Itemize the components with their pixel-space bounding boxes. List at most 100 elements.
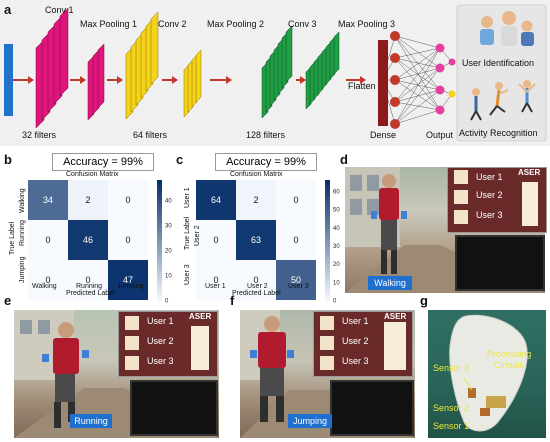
label-maxpool2: Max Pooling 2 xyxy=(207,19,265,29)
cm-user-cell-value-1-1: 63 xyxy=(251,235,261,245)
cm-user-colorbar-segment xyxy=(325,288,330,293)
jumping-user-3-avatar xyxy=(320,356,334,370)
cm-user-colorbar-segment xyxy=(325,212,330,217)
cm-user-colorbar-segment xyxy=(325,296,330,301)
cm-activity-colorbar-tick: 30 xyxy=(165,224,172,230)
cm-user-colorbar-segment xyxy=(325,280,330,285)
running-user-3-avatar xyxy=(125,356,139,370)
walking-user-2: User 2 xyxy=(476,190,503,200)
cm-activity-cell-value-1-0: 0 xyxy=(45,235,50,245)
cm-user-colorbar-segment xyxy=(325,188,330,193)
label-dense: Dense xyxy=(370,130,397,140)
dense-block xyxy=(378,40,388,126)
cm-user-colorbar-segment xyxy=(325,292,330,297)
panel-label-d: d xyxy=(340,152,348,167)
cm-activity-colorbar-segment xyxy=(157,292,162,297)
cm-activity-cell-value-1-1: 46 xyxy=(83,235,93,245)
label-activity-recognition: Activity Recognition xyxy=(459,128,538,138)
label-sensor-3: Sensor 3 xyxy=(433,363,470,373)
walking-user-1: User 1 xyxy=(476,172,503,182)
cm-user-colorbar-segment xyxy=(325,260,330,265)
cm-user-colorbar-segment xyxy=(325,284,330,289)
walking-user-3-avatar xyxy=(454,210,468,224)
cm-user-xlabel: Predicted Label xyxy=(232,290,281,297)
cm-activity-cell-1-2 xyxy=(108,220,148,260)
cm-activity-cell-2-1 xyxy=(68,260,108,300)
cm-activity-title: Confusion Matrix xyxy=(66,171,119,178)
cm-user-row-2: User 3 xyxy=(184,264,191,285)
label-output: Output xyxy=(426,130,454,140)
cm-activity-cell-2-0 xyxy=(28,260,68,300)
cm-activity-colorbar-segment xyxy=(157,280,162,285)
panel-label-c: c xyxy=(176,152,184,167)
cm-activity-col-2: Jumping xyxy=(117,283,144,290)
maxpool3-layers xyxy=(305,31,340,110)
cm-user-cell-2-2 xyxy=(276,260,316,300)
cm-user-cell-value-2-2: 50 xyxy=(291,275,301,285)
cm-user-cell-value-0-2: 0 xyxy=(293,195,298,205)
running-tag: Running xyxy=(70,414,112,428)
accuracy-box-user: Accuracy = 99% xyxy=(215,153,317,171)
cm-activity-cell-1-1 xyxy=(68,220,108,260)
jumping-user-2: User 2 xyxy=(342,336,369,346)
cm-activity-colorbar-segment xyxy=(157,200,162,205)
label-sensor-1: Sensor 1 xyxy=(433,421,470,431)
label-conv3: Conv 3 xyxy=(288,19,317,29)
running-figure xyxy=(191,326,209,370)
cm-user-colorbar-segment xyxy=(325,256,330,261)
label-conv1: Conv 1 xyxy=(45,5,74,15)
cm-activity-colorbar-segment xyxy=(157,288,162,293)
user-identification-illustration xyxy=(480,11,534,46)
running-user-2: User 2 xyxy=(147,336,174,346)
cm-user-colorbar-segment xyxy=(325,200,330,205)
cm-activity-colorbar-tick: 0 xyxy=(165,299,169,305)
cm-activity-colorbar-segment xyxy=(157,248,162,253)
cm-activity-colorbar-tick: 40 xyxy=(165,199,172,205)
cm-activity-colorbar-segment xyxy=(157,272,162,277)
jumping-overlay-brand: ASER xyxy=(384,312,407,321)
panel-label-f: f xyxy=(230,293,235,308)
hidden-nodes xyxy=(390,31,400,129)
cm-user-cell-value-0-0: 64 xyxy=(211,195,221,205)
cm-activity-col-1: Running xyxy=(76,283,103,290)
running-user-1: User 1 xyxy=(147,316,174,326)
cm-activity-colorbar-segment xyxy=(157,284,162,289)
fc-network xyxy=(387,35,453,125)
cm-activity-colorbar-segment xyxy=(157,192,162,197)
cm-activity-colorbar-segment xyxy=(157,204,162,209)
activity-recognition-illustration xyxy=(470,80,536,121)
running-user-2-avatar xyxy=(125,336,139,350)
cm-user-col-0: User 1 xyxy=(205,283,226,290)
cm-user-colorbar-segment xyxy=(325,220,330,225)
walking-laptop xyxy=(455,235,545,291)
cm-activity-cell-1-0 xyxy=(28,220,68,260)
cm-user-colorbar-segment xyxy=(325,236,330,241)
cm-user-colorbar-tick: 0 xyxy=(333,299,337,305)
walking-overlay: ASER User 1 User 2 User 3 xyxy=(447,167,547,233)
jumping-user-1-avatar xyxy=(320,316,334,330)
cm-activity-cell-0-0 xyxy=(28,180,68,220)
cm-user-colorbar-segment xyxy=(325,244,330,249)
cm-user-colorbar-segment xyxy=(325,272,330,277)
label-filters-128: 128 filters xyxy=(246,130,286,140)
cm-activity-colorbar-segment xyxy=(157,208,162,213)
cm-activity-colorbar-segment xyxy=(157,252,162,257)
panel-label-e: e xyxy=(4,293,12,308)
cm-activity-colorbar-segment xyxy=(157,228,162,233)
jumping-user-1: User 1 xyxy=(342,316,369,326)
cm-activity-colorbar-segment xyxy=(157,296,162,301)
running-laptop xyxy=(130,380,218,436)
label-sensor-2: Sensor 2 xyxy=(433,403,470,413)
cm-user-cell-value-2-0: 0 xyxy=(213,275,218,285)
cm-activity-cell-value-0-0: 34 xyxy=(43,195,53,205)
cm-activity-cell-2-2 xyxy=(108,260,148,300)
cm-user-colorbar-tick: 20 xyxy=(333,262,340,268)
cm-user-cell-2-0 xyxy=(196,260,236,300)
conv1-layers xyxy=(35,7,69,129)
conv3-layers xyxy=(261,25,293,119)
cm-user-cell-value-2-1: 0 xyxy=(253,275,258,285)
cm-activity-colorbar-segment xyxy=(157,216,162,221)
jumping-figure xyxy=(384,322,406,370)
panel-label-b: b xyxy=(4,152,12,167)
